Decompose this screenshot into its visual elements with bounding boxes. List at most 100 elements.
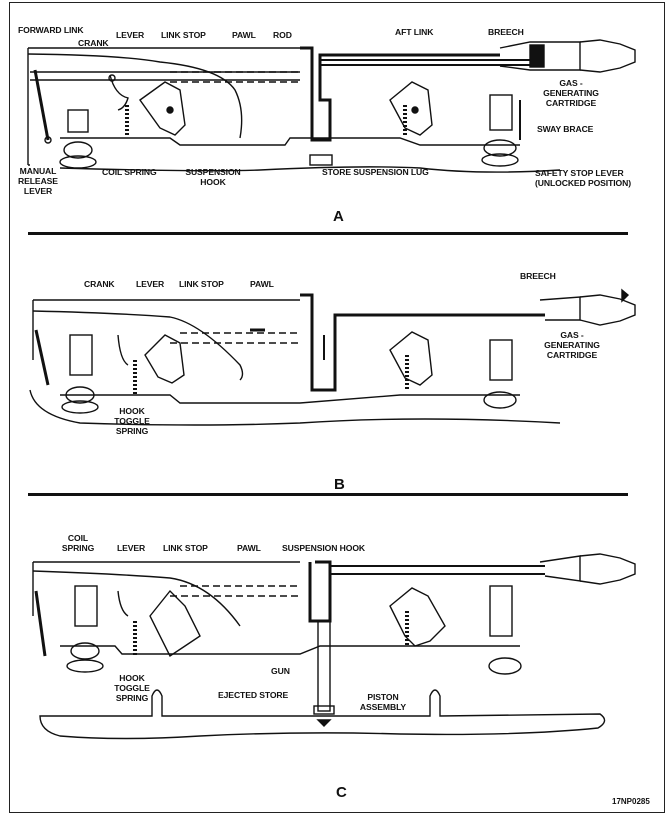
aft-sway-brace-pad: [483, 139, 517, 157]
label-gas-generating-cartridge: GAS - GENERATING CARTRIDGE: [544, 330, 600, 360]
panel-b-drawing: [29, 288, 636, 426]
manual-release-lever: [34, 590, 47, 657]
forward-link: [30, 71, 300, 81]
rack-cutaway-edge: [27, 53, 243, 139]
aft-link: [320, 59, 540, 66]
label-lever: LEVER: [116, 30, 145, 40]
aft-sway-brace-foot: [481, 153, 519, 167]
piston-foot: [309, 154, 333, 166]
label-forward-link: FORWARD LINK: [18, 25, 84, 35]
cartridge-cap: [579, 553, 636, 585]
forward-sway-brace-body: [67, 109, 89, 133]
rack-body-outline: [27, 47, 300, 166]
hook-assembly-fwd: [139, 81, 186, 136]
panel-c-drawing: [32, 553, 636, 740]
store-outline: [29, 389, 561, 426]
label-suspension-hook: SUSPENSION HOOK: [282, 543, 366, 553]
label-crank: CRANK: [78, 38, 109, 48]
panel-separator-bc: [28, 493, 628, 496]
crank: [117, 334, 129, 366]
gun-housing: [300, 293, 545, 392]
label-lever: LEVER: [136, 279, 165, 289]
breech: [539, 555, 581, 582]
forward-sway-brace-pad: [63, 141, 93, 159]
piston-foot: [313, 705, 335, 715]
label-ejected-store: EJECTED STORE: [218, 690, 289, 700]
aft-sway-brace-body: [489, 94, 513, 131]
label-gas-generating-cartridge: GAS - GENERATING CARTRIDGE: [543, 78, 599, 108]
store-outline: [59, 166, 561, 173]
gun-housing: [308, 560, 332, 623]
rack-cutaway-edge: [32, 570, 241, 627]
panel-letter-b: B: [334, 476, 345, 493]
figure-frame: [9, 2, 665, 813]
ejection-arrow: [316, 719, 332, 727]
label-store-suspension-lug: STORE SUSPENSION LUG: [322, 167, 429, 177]
rod: [170, 585, 300, 597]
manual-release-lever: [34, 329, 50, 386]
rack-body-outline: [32, 561, 300, 616]
rack-cutaway-edge: [32, 310, 244, 381]
aft-link: [330, 565, 545, 575]
label-crank: CRANK: [84, 279, 115, 289]
forward-sway-brace-pad: [70, 642, 100, 660]
manual-release-lever: [33, 69, 50, 141]
panel-a-drawing: [27, 39, 636, 173]
breech: [539, 296, 581, 321]
panel-letter-c: C: [336, 784, 347, 801]
label-manual-release-lever: MANUAL RELEASE LEVER: [18, 166, 58, 196]
label-pawl: PAWL: [237, 543, 261, 553]
manual-release-pin: [44, 136, 52, 144]
forward-sway-brace-body: [69, 334, 93, 376]
forward-sway-brace-foot: [61, 400, 99, 414]
rack-body-outline: [32, 299, 300, 360]
panel-separator-ab: [28, 232, 628, 235]
gas-generating-cartridge: [529, 44, 545, 68]
label-breech: BREECH: [488, 27, 524, 37]
label-coil-spring: COIL SPRING: [102, 167, 157, 177]
label-link-stop: LINK STOP: [179, 279, 224, 289]
label-link-stop: LINK STOP: [161, 30, 206, 40]
hook-assembly-aft-released: [389, 587, 446, 647]
cartridge-cap: [579, 39, 636, 73]
bottom-rail: [60, 394, 520, 404]
ejected-store-outline: [39, 689, 606, 740]
hook-assembly-fwd-released: [149, 589, 201, 658]
cartridge-ejection-arrow: [621, 288, 630, 303]
hook-assembly-fwd: [144, 334, 185, 384]
forward-sway-brace-body: [74, 585, 98, 627]
label-suspension-hook: SUSPENSION HOOK: [185, 167, 241, 187]
label-gun: GUN: [271, 666, 290, 676]
label-pawl: PAWL: [250, 279, 274, 289]
label-safety-stop-lever: SAFETY STOP LEVER (UNLOCKED POSITION): [535, 168, 631, 188]
figure-id: 17NP0285: [612, 797, 650, 806]
bottom-rail: [60, 645, 520, 655]
panel-letter-a: A: [333, 208, 344, 225]
label-lever: LEVER: [117, 543, 146, 553]
hook-assembly-aft: [389, 331, 433, 386]
label-rod: ROD: [273, 30, 292, 40]
aft-sway-brace-pad: [488, 657, 522, 675]
label-sway-brace: SWAY BRACE: [537, 124, 594, 134]
label-link-stop: LINK STOP: [163, 543, 208, 553]
aft-sway-brace-pad: [483, 391, 517, 409]
hook-assembly-aft: [389, 81, 433, 136]
label-hook-toggle-spring: HOOK TOGGLE SPRING: [114, 673, 150, 703]
gun-housing: [300, 46, 500, 142]
rod: [170, 332, 300, 344]
label-breech: BREECH: [520, 271, 556, 281]
forward-sway-brace-foot: [66, 659, 104, 673]
bottom-rail: [60, 137, 520, 146]
label-hook-toggle-spring: HOOK TOGGLE SPRING: [114, 406, 150, 436]
label-coil-spring: COIL SPRING: [61, 533, 95, 553]
label-piston-assembly: PISTON ASSEMBLY: [359, 692, 407, 712]
cartridge-cap: [579, 294, 636, 326]
crank: [109, 74, 129, 111]
crank: [117, 590, 129, 617]
piston-rod: [317, 620, 331, 712]
aft-sway-brace-body: [489, 585, 513, 637]
label-pawl: PAWL: [232, 30, 256, 40]
label-aft-link: AFT LINK: [395, 27, 434, 37]
breech: [499, 41, 581, 71]
aft-sway-brace-body: [489, 339, 513, 381]
